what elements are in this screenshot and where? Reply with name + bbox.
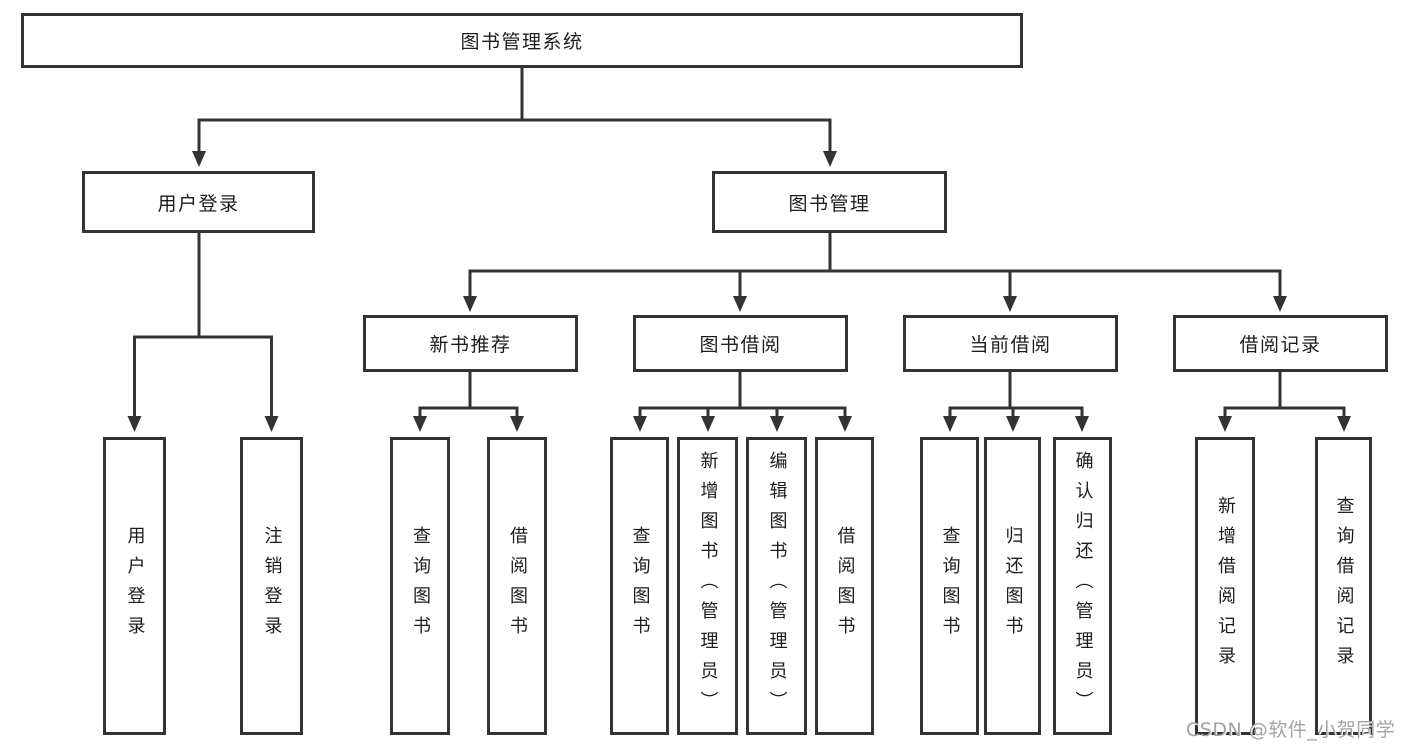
leaf-query-borrow-record-label: 查询借阅记录 xyxy=(1333,496,1355,676)
leaf-recommend-borrow-books: 借阅图书 xyxy=(487,437,547,735)
arrowhead xyxy=(701,416,715,432)
arrowhead xyxy=(633,416,647,432)
leaf-current-query-books-label: 查询图书 xyxy=(939,526,961,646)
leaf-query-borrow-record: 查询借阅记录 xyxy=(1315,437,1372,735)
arrowhead xyxy=(264,416,279,432)
leaf-current-query-books: 查询图书 xyxy=(920,437,979,735)
connector-path xyxy=(638,372,847,417)
node-user-login: 用户登录 xyxy=(82,171,315,233)
arrowhead xyxy=(1218,416,1232,432)
leaf-logout: 注销登录 xyxy=(240,437,303,735)
leaf-return-books: 归还图书 xyxy=(984,437,1041,735)
arrowhead xyxy=(1075,416,1089,432)
leaf-recommend-query-books: 查询图书 xyxy=(390,437,450,735)
leaf-confirm-return-admin: 确认归还（管理员） xyxy=(1053,437,1112,735)
leaf-edit-books-admin-label: 编辑图书（管理员） xyxy=(766,451,788,721)
node-current-borrow-label: 当前借阅 xyxy=(969,334,1052,356)
leaf-borrow-borrow-books-label: 借阅图书 xyxy=(834,526,856,646)
connector-path xyxy=(418,372,519,417)
leaf-add-books-admin-label: 新增图书（管理员） xyxy=(697,451,719,721)
connector-path xyxy=(468,233,1282,297)
leaf-borrow-query-books: 查询图书 xyxy=(610,437,669,735)
arrowhead xyxy=(943,416,957,432)
csdn-watermark: CSDN @软件_小贺同学 xyxy=(1186,719,1396,741)
node-borrow-records: 借阅记录 xyxy=(1173,315,1388,372)
leaf-add-borrow-record: 新增借阅记录 xyxy=(1195,437,1255,735)
node-book-borrow-label: 图书借阅 xyxy=(699,334,782,356)
connector-path xyxy=(948,372,1084,417)
leaf-confirm-return-admin-label: 确认归还（管理员） xyxy=(1072,451,1094,721)
leaf-add-books-admin: 新增图书（管理员） xyxy=(677,437,738,735)
arrowhead xyxy=(823,151,837,167)
leaf-borrow-borrow-books: 借阅图书 xyxy=(815,437,874,735)
leaf-return-books-label: 归还图书 xyxy=(1002,526,1024,646)
arrowhead xyxy=(770,416,784,432)
leaf-recommend-borrow-books-label: 借阅图书 xyxy=(507,526,528,646)
leaf-edit-books-admin: 编辑图书（管理员） xyxy=(746,437,807,735)
arrowhead xyxy=(510,416,524,432)
arrowhead xyxy=(1003,296,1017,312)
arrowhead xyxy=(192,151,206,167)
leaf-user-login: 用户登录 xyxy=(103,437,166,735)
node-user-login-label: 用户登录 xyxy=(157,192,240,215)
leaf-logout-label: 注销登录 xyxy=(261,526,283,646)
leaf-user-login-label: 用户登录 xyxy=(124,526,146,646)
arrowhead xyxy=(127,416,142,432)
node-book-management: 图书管理 xyxy=(712,171,947,233)
connector-path xyxy=(133,233,273,417)
leaf-borrow-query-books-label: 查询图书 xyxy=(629,526,651,646)
node-root: 图书管理系统 xyxy=(21,13,1023,68)
connector-path xyxy=(1223,372,1346,417)
arrowhead xyxy=(1337,416,1351,432)
arrowhead xyxy=(1273,296,1287,312)
node-new-book-recommend: 新书推荐 xyxy=(363,315,578,372)
arrowhead xyxy=(1006,416,1020,432)
node-root-label: 图书管理系统 xyxy=(460,31,584,53)
arrowhead xyxy=(463,296,477,312)
node-book-management-label: 图书管理 xyxy=(788,192,871,215)
leaf-add-borrow-record-label: 新增借阅记录 xyxy=(1215,496,1236,676)
node-new-book-recommend-label: 新书推荐 xyxy=(429,334,512,356)
connector-path xyxy=(197,68,832,152)
node-current-borrow: 当前借阅 xyxy=(903,315,1118,372)
arrowhead xyxy=(838,416,852,432)
leaf-recommend-query-books-label: 查询图书 xyxy=(410,526,431,646)
node-book-borrow: 图书借阅 xyxy=(633,315,848,372)
arrowhead xyxy=(733,296,747,312)
node-borrow-records-label: 借阅记录 xyxy=(1239,334,1322,356)
arrowhead xyxy=(413,416,427,432)
